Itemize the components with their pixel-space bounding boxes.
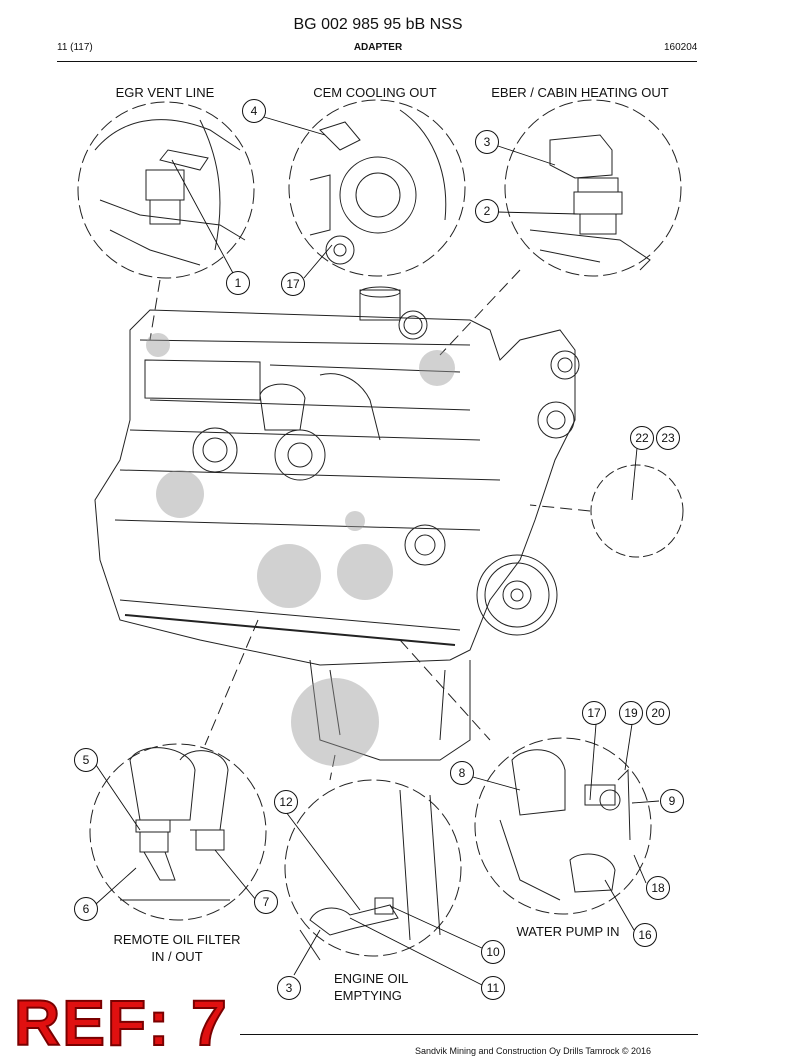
label-eber-cabin-heating-out: EBER / CABIN HEATING OUT [491,85,669,100]
callout-23: 23 [656,426,680,450]
label-remote-oil-filter-line2: IN / OUT [151,949,203,964]
ref-stamp: REF: 7 [13,986,229,1060]
callout-17: 17 [281,272,305,296]
callout-16: 16 [633,923,657,947]
callout-22: 22 [630,426,654,450]
detail-circle-cem [288,99,466,277]
detail-circle-eber [504,99,682,277]
label-engine-oil-emptying: ENGINE OIL EMPTYING [320,970,430,1004]
callout-19: 19 [619,701,643,725]
detail-circle-22-23 [590,464,684,558]
label-remote-oil-filter-line1: REMOTE OIL FILTER [113,932,241,947]
callout-8: 8 [450,761,474,785]
callout-5: 5 [74,748,98,772]
date-code: 160204 [664,42,698,53]
section-title: ADAPTER [353,42,403,53]
label-cem-cooling-out: CEM COOLING OUT [313,85,437,100]
label-engine-oil-line2: EMPTYING [334,988,402,1003]
document-title: BG 002 985 95 bB NSS [293,16,463,33]
callout-3-oil-emptying: 3 [277,976,301,1000]
label-remote-oil-filter: REMOTE OIL FILTER IN / OUT [92,931,262,965]
callout-17-water-pump: 17 [582,701,606,725]
label-engine-oil-line1: ENGINE OIL [334,971,409,986]
label-water-pump-in: WATER PUMP IN [516,924,620,939]
callout-9: 9 [660,789,684,813]
page-number: 11 (117) [57,42,93,53]
callout-4: 4 [242,99,266,123]
detail-circle-egr [77,101,255,279]
callout-12: 12 [274,790,298,814]
callout-18: 18 [646,876,670,900]
detail-circle-water-pump [474,737,652,915]
callout-20: 20 [646,701,670,725]
label-egr-vent-line: EGR VENT LINE [115,85,215,100]
callout-3: 3 [475,130,499,154]
callout-10: 10 [481,940,505,964]
header-rule [57,61,697,62]
callout-2: 2 [475,199,499,223]
detail-circle-oil-filter [89,743,267,921]
callout-6: 6 [74,897,98,921]
callout-1: 1 [226,271,250,295]
callout-7: 7 [254,890,278,914]
footer-rule [240,1034,698,1035]
footer-copyright: Sandvik Mining and Construction Oy Drill… [415,1046,652,1056]
detail-circle-oil-emptying [284,779,462,957]
callout-11: 11 [481,976,505,1000]
